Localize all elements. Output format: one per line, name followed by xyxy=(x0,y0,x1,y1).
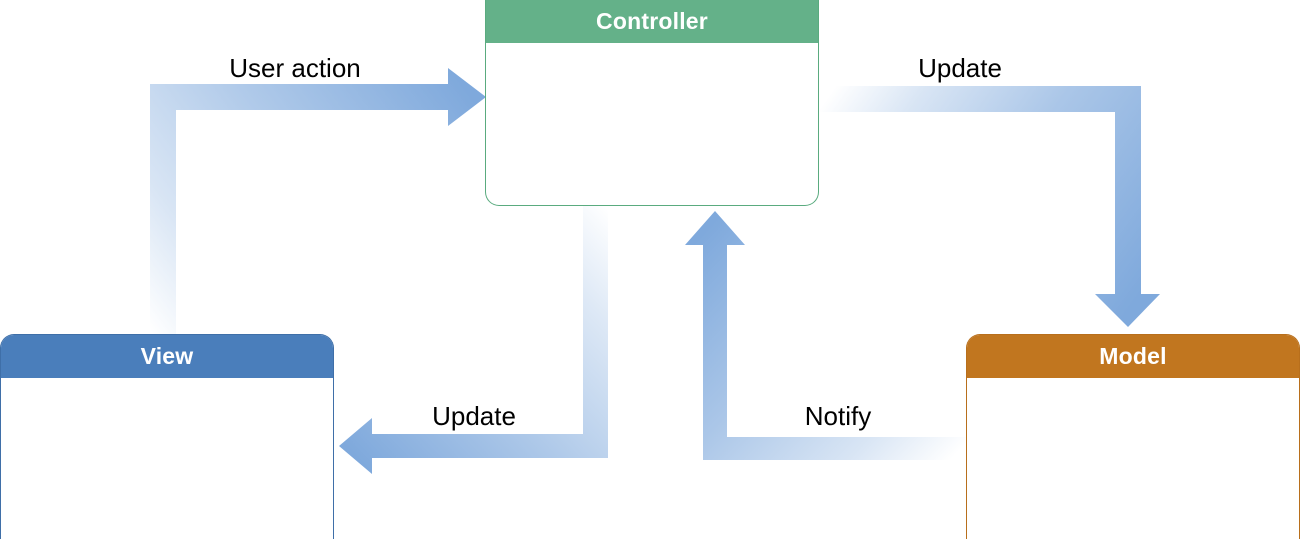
node-controller[interactable]: Controller xyxy=(485,0,819,206)
node-model[interactable]: Model xyxy=(966,334,1300,539)
edge-label-update-bottom: Update xyxy=(432,401,516,431)
arrow-notify xyxy=(685,211,967,460)
node-controller-title: Controller xyxy=(486,0,818,43)
node-model-title: Model xyxy=(967,335,1299,378)
arrow-update-top xyxy=(820,86,1160,327)
node-view-title: View xyxy=(1,335,333,378)
arrow-update-bottom xyxy=(339,206,608,474)
edge-label-user-action: User action xyxy=(229,53,361,83)
arrow-user-action xyxy=(150,68,486,337)
node-view[interactable]: View xyxy=(0,334,334,539)
edge-label-notify: Notify xyxy=(804,401,872,431)
edge-label-update-top: Update xyxy=(918,53,1002,83)
